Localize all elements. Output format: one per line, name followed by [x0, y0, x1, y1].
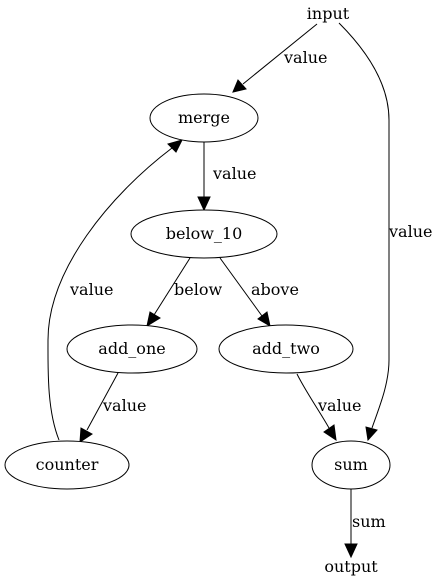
edge-merge-below_10: value: [197, 142, 256, 212]
edge-merge-below_10-label: value: [212, 164, 256, 183]
node-output: output: [324, 557, 378, 576]
edge-sum-output: sum: [344, 489, 386, 559]
node-counter: counter: [4, 440, 130, 490]
edge-below_10-add_two-label: above: [251, 280, 299, 299]
edge-add_two-sum-line: [296, 373, 330, 429]
edge-input-merge-arrowhead: [232, 79, 247, 93]
edge-below_10-add_two: above: [219, 257, 299, 328]
edge-merge-below_10-arrowhead: [197, 196, 211, 212]
edge-sum-output-arrowhead: [344, 543, 358, 559]
edge-counter-merge: value: [47, 139, 183, 441]
node-add_two-shape: [218, 324, 354, 374]
node-add_one: add_one: [66, 324, 198, 374]
node-below_10-label: below_10: [166, 224, 243, 243]
node-sum-label: sum: [334, 455, 368, 474]
edge-below_10-add_one-label: below: [174, 280, 222, 299]
edge-sum-output-label: sum: [352, 512, 386, 531]
edge-counter-merge-arrowhead: [167, 139, 183, 153]
edge-below_10-add_two-arrowhead: [257, 311, 271, 328]
edge-below_10-add_two-line: [219, 257, 263, 317]
edge-add_two-sum: value: [296, 373, 361, 442]
edge-add_one-counter: value: [79, 372, 146, 443]
node-merge-shape: [149, 93, 259, 143]
edge-add_two-sum-arrowhead: [323, 424, 337, 442]
edge-input-sum-arrowhead: [365, 426, 378, 442]
node-below_10-shape: [130, 209, 278, 259]
edge-below_10-add_one-line: [153, 257, 191, 316]
node-input: input: [307, 4, 350, 23]
node-merge: merge: [149, 93, 259, 143]
node-counter-shape: [4, 440, 130, 490]
node-add_one-label: add_one: [98, 339, 165, 358]
node-add_two: add_two: [218, 324, 354, 374]
edge-input-merge-line: [242, 23, 318, 85]
edge-input-sum-line: [338, 22, 390, 429]
edge-add_two-sum-label: value: [317, 396, 361, 415]
node-output-label: output: [324, 557, 378, 576]
edge-input-merge-label: value: [283, 48, 327, 67]
node-add_two-label: add_two: [252, 339, 320, 358]
edge-counter-merge-label: value: [69, 280, 113, 299]
node-add_one-shape: [66, 324, 198, 374]
edge-below_10-add_one: below: [146, 257, 222, 328]
node-input-label: input: [307, 4, 350, 23]
edge-below_10-add_one-arrowhead: [146, 311, 161, 328]
edge-counter-merge-line: [47, 147, 173, 441]
edge-add_one-counter-line: [86, 372, 119, 431]
edge-input-sum: value: [338, 22, 432, 442]
edge-input-sum-label: value: [388, 222, 432, 241]
node-sum: sum: [311, 440, 391, 490]
node-counter-label: counter: [36, 455, 99, 474]
node-below_10: below_10: [130, 209, 278, 259]
edge-add_one-counter-arrowhead: [79, 427, 93, 443]
node-merge-label: merge: [178, 108, 230, 127]
edge-add_one-counter-label: value: [102, 396, 146, 415]
edge-input-merge: value: [232, 23, 327, 93]
node-sum-shape: [311, 440, 391, 490]
